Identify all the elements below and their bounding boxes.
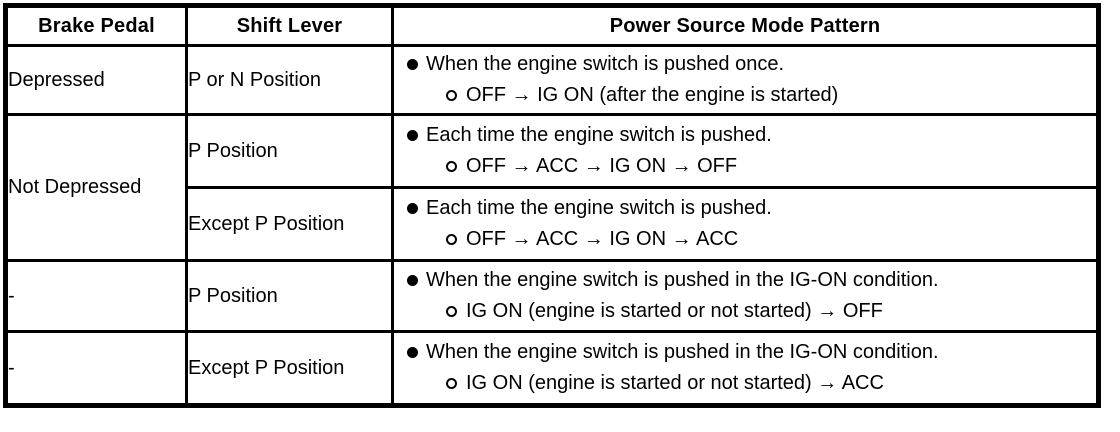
pattern-cell: Each time the engine switch is pushed. O… xyxy=(391,186,1100,262)
pattern-sub-text: IG ON (engine is started or not started)… xyxy=(466,300,883,322)
brake-pedal-cell: - xyxy=(4,259,188,333)
header-shift-lever: Shift Lever xyxy=(185,4,394,47)
pattern-sub-text: OFF → ACC → IG ON → OFF xyxy=(466,155,738,177)
brake-pedal-cell: Not Depressed xyxy=(4,113,188,262)
bullet-icon xyxy=(407,59,418,70)
shift-lever-cell: P or N Position xyxy=(185,44,394,116)
table-header-row: Brake Pedal Shift Lever Power Source Mod… xyxy=(4,4,1100,47)
pattern-cell: When the engine switch is pushed in the … xyxy=(391,330,1100,407)
shift-lever-cell: P Position xyxy=(185,259,394,333)
shift-lever-cell: Except P Position xyxy=(185,186,394,262)
pattern-cell: When the engine switch is pushed once. O… xyxy=(391,44,1100,116)
pattern-main-text: Each time the engine switch is pushed. xyxy=(426,197,772,219)
pattern-cell: Each time the engine switch is pushed. O… xyxy=(391,113,1100,189)
bullet-icon xyxy=(407,203,418,214)
pattern-sub-text: OFF → IG ON (after the engine is started… xyxy=(466,84,839,106)
sub-bullet-icon xyxy=(446,378,457,389)
sub-bullet-icon xyxy=(446,234,457,245)
header-brake-pedal: Brake Pedal xyxy=(4,4,188,47)
pattern-main-text: When the engine switch is pushed in the … xyxy=(426,341,939,363)
table-row: Not Depressed P Position Each time the e… xyxy=(4,113,1100,262)
bullet-icon xyxy=(407,275,418,286)
table-row: - P Position When the engine switch is p… xyxy=(4,259,1100,333)
sub-bullet-icon xyxy=(446,90,457,101)
shift-lever-cell: P Position xyxy=(185,113,394,189)
pattern-main-text: When the engine switch is pushed once. xyxy=(426,53,784,75)
pattern-cell: When the engine switch is pushed in the … xyxy=(391,259,1100,333)
table-row: - Except P Position When the engine swit… xyxy=(4,330,1100,407)
pattern-sub-text: OFF → ACC → IG ON → ACC xyxy=(466,228,739,250)
pattern-main-text: When the engine switch is pushed in the … xyxy=(426,269,939,291)
brake-pedal-cell: - xyxy=(4,330,188,407)
pattern-main-text: Each time the engine switch is pushed. xyxy=(426,124,772,146)
sub-bullet-icon xyxy=(446,161,457,172)
table-row: Except P Position Each time the engine s… xyxy=(6,186,1100,262)
sub-bullet-icon xyxy=(446,306,457,317)
bullet-icon xyxy=(407,130,418,141)
brake-pedal-cell: Depressed xyxy=(4,44,188,116)
header-power-source-mode-pattern: Power Source Mode Pattern xyxy=(391,4,1100,47)
table-row: Depressed P or N Position When the engin… xyxy=(4,44,1100,116)
pattern-sub-text: IG ON (engine is started or not started)… xyxy=(466,372,884,394)
bullet-icon xyxy=(407,347,418,358)
shift-lever-cell: Except P Position xyxy=(185,330,394,407)
power-source-mode-table: Brake Pedal Shift Lever Power Source Mod… xyxy=(3,3,1101,408)
